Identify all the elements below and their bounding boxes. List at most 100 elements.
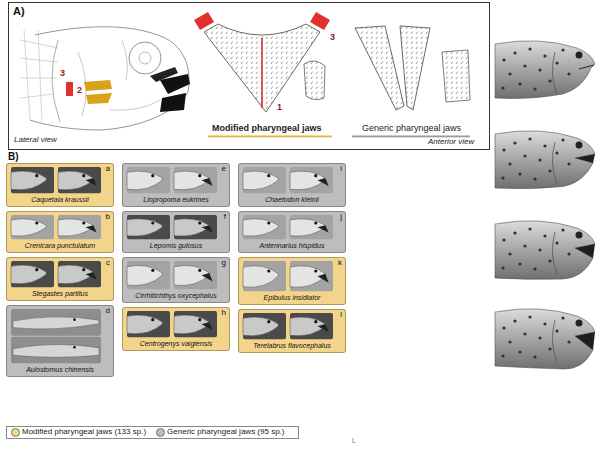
species-name: Caquetaia kraussii	[31, 196, 89, 204]
figure-label: L	[352, 437, 356, 445]
gill-arches	[78, 40, 160, 116]
fish-photos	[7, 306, 115, 365]
species-name: Antennarius hispidus	[260, 242, 325, 250]
fish-photos	[239, 212, 347, 241]
figure-label: Generic pharyngeal jaws	[362, 124, 461, 134]
fish-head	[495, 41, 595, 99]
tile-letter: e	[222, 165, 226, 174]
species-tile: eLiopropoma eukrines	[122, 163, 230, 207]
fish-head	[495, 221, 595, 280]
upper-jaw	[160, 74, 190, 94]
species-name: Aulostomus chinensis	[26, 366, 94, 374]
species-tile: bCrenicara punctulatum	[6, 211, 114, 253]
modified-jaws	[194, 12, 332, 137]
fish-photos	[239, 258, 347, 293]
legend-item: Generic pharyngeal jaws (95 sp.)	[156, 428, 284, 437]
tooth-plate	[304, 61, 325, 100]
lower-pharyngeal-jaw	[86, 93, 112, 104]
species-name: Terelabrus flavocephalus	[253, 342, 331, 350]
fish-photo	[174, 215, 217, 239]
figure-label: B)	[8, 151, 19, 162]
tooth-plate	[442, 50, 470, 102]
species-name: Cirrhitichthys oxycephalus	[135, 292, 216, 300]
fish-photo	[174, 261, 217, 289]
species-name: Epibulus insidiator	[264, 294, 321, 302]
fish-photo	[58, 215, 101, 239]
species-tile: fLepomis gulosus	[122, 211, 230, 253]
species-tile: gCirrhitichthys oxycephalus	[122, 257, 230, 303]
skull-lateral	[20, 27, 190, 130]
jaw-plate	[400, 26, 430, 110]
fish-photo	[174, 311, 217, 337]
skull-outline	[30, 27, 189, 130]
fish-photo	[290, 313, 333, 339]
tile-letter: d	[106, 307, 110, 316]
red-tip	[194, 12, 214, 30]
species-name: Crenicara punctulatum	[25, 242, 95, 250]
fish-photos	[7, 258, 115, 289]
species-tile: cStegastes partitus	[6, 257, 114, 301]
fish-photo	[58, 167, 101, 193]
tile-letter: b	[106, 213, 110, 222]
legend-swatch	[156, 428, 165, 437]
fish-photo	[174, 167, 217, 193]
fish-photo	[11, 215, 54, 239]
callout-number: 2	[76, 86, 83, 96]
fish-head	[495, 309, 595, 369]
fish-photo	[243, 167, 286, 193]
species-tile: kEpibulus insidiator	[238, 257, 346, 305]
fish-photos	[239, 310, 347, 341]
red-tip	[310, 12, 330, 30]
eye-orbit	[129, 42, 161, 74]
species-name: Liopropoma eukrines	[143, 196, 208, 204]
panel-label: A)	[13, 5, 25, 17]
legend-text: Generic pharyngeal jaws (95 sp.)	[167, 428, 284, 437]
fish-photos	[7, 164, 115, 195]
fish-photos	[123, 212, 231, 241]
operculum	[52, 40, 60, 122]
callout-number: 3	[329, 33, 336, 43]
fish-photo	[127, 311, 170, 337]
fish-photo	[290, 167, 333, 193]
fish-photo	[127, 167, 170, 193]
eye-inner	[139, 52, 151, 64]
legend-box: Modified pharyngeal jaws (133 sp.) Generi…	[6, 426, 299, 439]
fish-photo	[243, 261, 286, 291]
tile-letter: c	[106, 259, 110, 268]
species-name: Stegastes partitus	[32, 290, 88, 298]
fish-photo	[127, 215, 170, 239]
figure-label: Lateral view	[14, 136, 57, 145]
fish-photo	[290, 215, 333, 239]
fish-photo	[11, 309, 101, 336]
fused-jaw	[204, 24, 320, 112]
tile-letter: i	[340, 165, 342, 174]
generic-jaws	[352, 26, 470, 137]
tile-letter: j	[340, 213, 342, 222]
fish-photo	[243, 215, 286, 239]
upper-pharyngeal-jaw	[84, 80, 112, 91]
species-name: Centrogenys vaigiensis	[140, 340, 212, 348]
jaw-plate	[355, 26, 404, 110]
fish-photo	[243, 313, 286, 339]
tile-letter: l	[340, 311, 342, 320]
tile-letter: h	[222, 309, 226, 318]
fish-head	[495, 131, 595, 189]
lower-jaw	[160, 93, 186, 112]
tile-letter: k	[338, 259, 342, 268]
tile-letter: a	[106, 165, 110, 174]
fish-photos	[7, 212, 115, 241]
fish-photo	[11, 167, 54, 193]
callout-number: 3	[59, 69, 66, 79]
species-tile: jAntennarius hispidus	[238, 211, 346, 253]
species-tile: lTerelabrus flavocephalus	[238, 309, 346, 353]
fish-photos	[239, 164, 347, 195]
species-name: Chaetodon kleinii	[265, 196, 319, 204]
legend-text: Modified pharyngeal jaws (133 sp.)	[22, 428, 146, 437]
muscle-attachment	[66, 82, 73, 96]
figure-label: Anterior view	[428, 138, 474, 147]
species-name: Lepomis gulosus	[150, 242, 203, 250]
species-tile: aCaquetaia kraussii	[6, 163, 114, 207]
gold-underline	[208, 136, 332, 138]
fish-photo	[127, 261, 170, 289]
